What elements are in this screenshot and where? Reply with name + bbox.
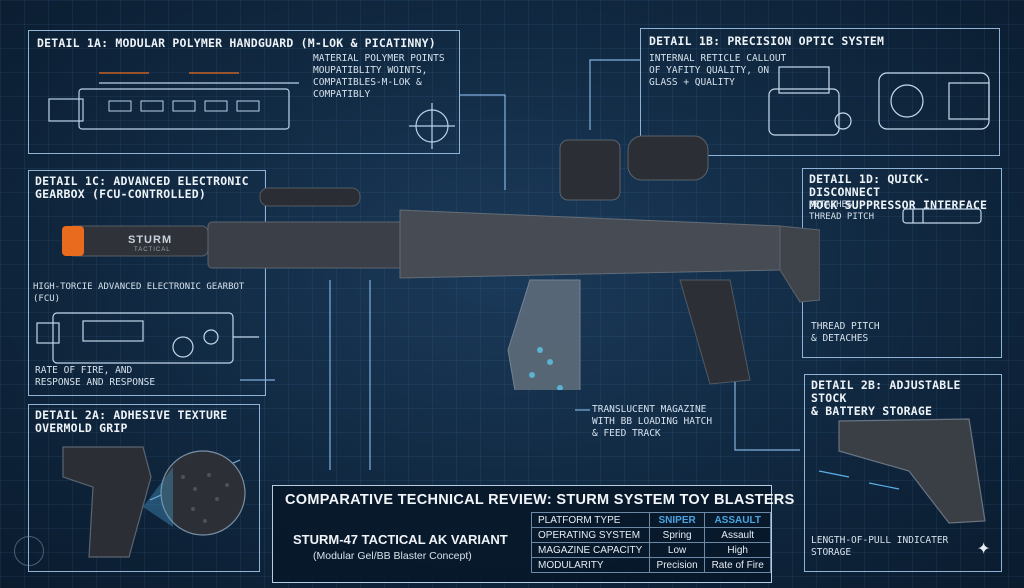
flashlight [259,187,361,207]
table-row: MAGAZINE CAPACITY Low High [531,542,771,558]
detail-1a-note: MATERIAL POLYMER POINTS MOUPATIBLITY WOI… [313,53,445,100]
detail-1a-panel: DETAIL 1A: MODULAR POLYMER HANDGUARD (M-… [28,30,460,154]
detail-1a-title: DETAIL 1A: MODULAR POLYMER HANDGUARD (M-… [37,36,436,50]
detail-2b-note: LENGTH-OF-PULL INDICATER STORAGE [811,535,949,558]
spec-label: PLATFORM TYPE [531,512,650,528]
spec-label: MAGAZINE CAPACITY [531,542,650,558]
red-dot-sight [559,139,621,201]
model-subtitle: (Modular Gel/BB Blaster Concept) [313,550,472,562]
table-row: OPERATING SYSTEM Spring Assault [531,527,771,543]
detail-1b-note: INTERNAL RETICLE CALLOUT OF YAFITY QUALI… [649,53,787,88]
col-sniper: SNIPER [648,512,706,528]
table-row: MODULARITY Precision Rate of Fire [531,557,771,573]
detail-2b-title: DETAIL 2B: ADJUSTABLE STOCK & BATTERY ST… [811,378,961,418]
handguard-drawing [48,72,299,130]
sparkle-icon: ✦ [977,535,991,560]
magazine-note: TRANSLUCENT MAGAZINE WITH BB LOADING HAT… [592,404,713,439]
suppressor-tip [62,226,84,256]
detail-2a-panel: DETAIL 2A: ADHESIVE TEXTURE OVERMOLD GRI… [28,404,260,572]
model-name: STURM-47 TACTICAL AK VARIANT [293,532,508,547]
review-panel: COMPARATIVE TECHNICAL REVIEW: STURM SYST… [272,485,794,583]
stock-drawing [818,418,986,524]
spec-value: Low [648,542,706,558]
receiver [399,209,781,279]
translucent-magazine [507,279,581,390]
magnifier [627,135,709,181]
detail-1c-panel: DETAIL 1C: ADVANCED ELECTRONIC GEARBOX (… [28,170,266,396]
spec-value: Spring [648,527,706,543]
gearbox-drawing [36,312,259,364]
detail-1d-note1: DETACHES THREAD PITCH [809,200,875,222]
grip-drawing [62,446,246,558]
stock [779,225,820,303]
review-title: COMPARATIVE TECHNICAL REVIEW: STURM SYST… [285,492,795,508]
spec-value: Precision [648,557,706,573]
handguard [207,221,409,269]
rifle-illustration [62,135,820,390]
reticle-icon [409,103,455,149]
spec-header-row: PLATFORM TYPE SNIPER ASSAULT [531,512,771,528]
detail-1d-title: DETAIL 1D: QUICK-DISCONNECT MOCK SUPPRES… [809,172,988,212]
detail-1b-panel: DETAIL 1B: PRECISION OPTIC SYSTEM INTERN… [640,28,1000,156]
detail-1d-note2: THREAD PITCH & DETACHES [811,321,880,344]
detail-1c-title: DETAIL 1C: ADVANCED ELECTRONIC GEARBOX (… [35,174,249,201]
col-assault: ASSAULT [704,512,771,528]
seal-logo [14,536,44,566]
spec-value: Assault [704,527,771,543]
detail-2a-title: DETAIL 2A: ADHESIVE TEXTURE OVERMOLD GRI… [35,408,228,435]
pistol-grip [679,279,751,385]
detail-1c-note1: HIGH-TORCIE ADVANCED ELECTRONIC GEARBOT … [33,282,245,304]
suppressor-sub: TACTICAL [134,247,171,253]
optic-drawing [768,66,990,136]
thread-drawing [902,208,982,224]
spec-label: OPERATING SYSTEM [531,527,650,543]
spec-label: MODULARITY [531,557,650,573]
detail-1b-title: DETAIL 1B: PRECISION OPTIC SYSTEM [649,34,885,48]
detail-1c-note2: RATE OF FIRE, AND RESPONSE AND RESPONSE [35,365,156,388]
detail-2b-panel: DETAIL 2B: ADJUSTABLE STOCK & BATTERY ST… [804,374,1002,572]
spec-value: Rate of Fire [704,557,771,573]
spec-table: PLATFORM TYPE SNIPER ASSAULT OPERATING S… [531,512,771,573]
detail-1d-panel: DETAIL 1D: QUICK-DISCONNECT MOCK SUPPRES… [802,168,1002,358]
spec-value: High [704,542,771,558]
suppressor-brand: STURM [128,234,173,246]
